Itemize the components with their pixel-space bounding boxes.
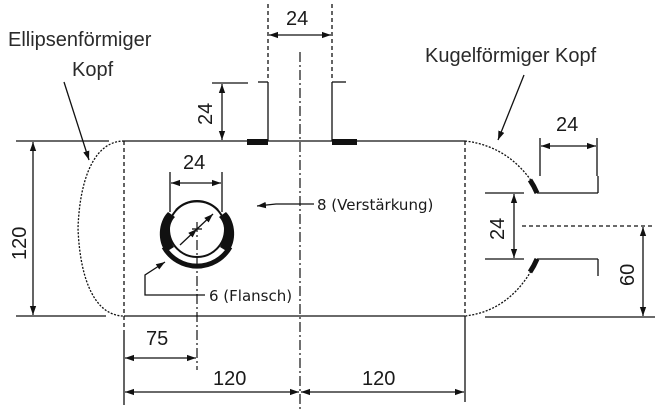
dim-nozzle-elevation: 60 <box>617 264 639 286</box>
top-nozzle-weld-right <box>332 139 357 145</box>
spherical-head-label: Kugelförmiger Kopf <box>425 45 597 67</box>
ellipsoidal-head-label-line2: Kopf <box>72 59 114 81</box>
spherical-head-lower <box>464 261 537 317</box>
vessel-shell <box>124 140 465 317</box>
ellipsoidal-head-leader <box>63 81 90 161</box>
reinforcement-leader <box>256 201 314 209</box>
reinforcement-left <box>159 212 175 252</box>
dim-left-length: 120 <box>213 368 246 390</box>
flange-label: 6 (Flansch) <box>209 287 292 305</box>
top-nozzle-weld-left <box>247 139 268 145</box>
top-nozzle <box>247 4 357 145</box>
dim-manhole-offset: 75 <box>146 328 168 350</box>
ellipsoidal-head <box>77 140 125 317</box>
spherical-head-leader <box>497 74 525 141</box>
dim-manhole-diameter: 24 <box>183 152 205 174</box>
right-nozzle-weld-bottom <box>527 258 540 274</box>
dim-top-nozzle-height: 24 <box>195 103 217 125</box>
spherical-head-upper <box>464 140 537 189</box>
dim-right-nozzle-diameter: 24 <box>487 218 509 240</box>
dim-right-nozzle-length: 24 <box>556 114 578 136</box>
reinforcement-right <box>219 212 235 252</box>
ellipsoidal-head-label-line1: Ellipsenförmiger <box>8 29 152 51</box>
right-nozzle-weld-top <box>527 178 540 194</box>
flange-leader <box>144 261 205 296</box>
manhole <box>159 200 235 370</box>
dim-vessel-diameter: 120 <box>9 227 31 260</box>
dim-top-nozzle-width: 24 <box>286 8 308 30</box>
right-nozzle <box>522 176 655 276</box>
reinforcement-label: 8 (Verstärkung) <box>317 196 433 214</box>
dim-right-length: 120 <box>362 368 395 390</box>
